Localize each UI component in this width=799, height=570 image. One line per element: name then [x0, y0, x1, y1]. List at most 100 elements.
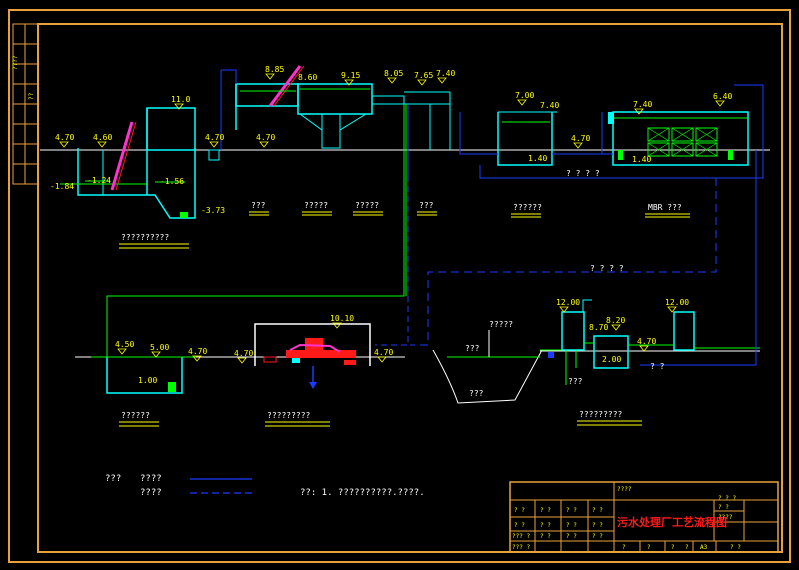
- caption-pond-water: ???: [465, 344, 480, 353]
- elevation-label: 10.10: [330, 314, 354, 323]
- tb-header-3: ? ?: [718, 504, 729, 511]
- screen-and-pump-well: [60, 107, 220, 219]
- caption-screen-well: ??????????: [121, 233, 169, 242]
- dewatering-house: [254, 323, 371, 389]
- tb-sheet-size: A3: [700, 544, 708, 551]
- elevation-label: 7.40: [633, 100, 652, 109]
- elevation-label: 9.15: [341, 71, 360, 80]
- tb-cell: ? ?: [592, 522, 603, 529]
- elevation-label: 12.00: [556, 298, 580, 307]
- elevation-label: 8.60: [298, 73, 317, 82]
- legend-header-a: ???: [105, 474, 121, 484]
- tb-cell: ? ?: [592, 533, 603, 540]
- caption-pond-top: ?????: [489, 320, 513, 329]
- tb-cell: ? ?: [514, 507, 525, 514]
- elevation-label: 4.70: [637, 337, 656, 346]
- sidebar-text-1: ????: [12, 55, 19, 70]
- title-block: 污水处理厂工艺流程图 ???? ? ? ? ? ? ???? ? ? ? ? ?…: [509, 481, 779, 553]
- legend-note: ??: 1. ??????????.????.: [300, 488, 425, 498]
- elevation-label: 4.60: [93, 133, 112, 142]
- caption-unit-b: ?????: [304, 201, 328, 210]
- caption-sludge-tank: ??????: [121, 411, 150, 420]
- pipe-label-1: ? ? ? ?: [566, 169, 600, 178]
- receiving-pond: [432, 330, 543, 404]
- drawing-title: 污水处理厂工艺流程图: [617, 515, 727, 529]
- elevation-label: -3.73: [201, 206, 225, 215]
- tb-cell: ? ?: [566, 507, 577, 514]
- mbr-tank: [608, 111, 749, 166]
- tb-cell: ? ?: [540, 522, 551, 529]
- pipe-label-2: ? ? ? ?: [590, 264, 624, 273]
- tb-cell: ? ?: [730, 544, 741, 551]
- unit-captions: ?????????? ??? ????? ????? ??? ?????? MB…: [121, 169, 682, 420]
- caption-pond: ???: [469, 389, 484, 398]
- caption-dewatering: ?????????: [267, 411, 311, 420]
- inner-frame: [37, 23, 783, 553]
- elevation-label: 8.05: [384, 69, 403, 78]
- tb-header-1: ????: [617, 486, 632, 493]
- elevation-label: 4.70: [205, 133, 224, 142]
- elevation-label: 4.70: [571, 134, 590, 143]
- elevation-label: 4.70: [234, 349, 253, 358]
- elevation-label: 12.00: [665, 298, 689, 307]
- tb-cell: ?: [622, 544, 626, 551]
- caption-outfall: ?????????: [579, 410, 623, 419]
- tb-cell: ??? ?: [512, 533, 530, 540]
- tb-cell: ? ?: [566, 522, 577, 529]
- elevation-label: 8.85: [265, 65, 284, 74]
- caption-outfall-b: ? ?: [650, 362, 665, 371]
- elevation-label: 1.00: [138, 376, 157, 385]
- elevation-label: 7.40: [436, 69, 455, 78]
- elevation-label: 4.70: [374, 348, 393, 357]
- legend: ??? ???? ???? ??: 1. ??????????.????.: [105, 474, 425, 498]
- tb-cell: ? ?: [592, 507, 603, 514]
- caption-unit-e: ??????: [513, 203, 542, 212]
- elevation-markers: 4.70 4.60 -1.84 -1.24 -1.56 11.0 4.70 4.…: [50, 65, 732, 385]
- tb-cell: ?: [671, 544, 675, 551]
- caption-outfall-a: ???: [568, 377, 583, 386]
- elevation-label: 5.00: [150, 343, 169, 352]
- tb-header-2: ? ? ?: [718, 495, 736, 502]
- legend-row2-label: ????: [140, 488, 162, 498]
- elevation-label: 2.00: [602, 355, 621, 364]
- caption-unit-d: ???: [419, 201, 434, 210]
- outfall-structures: [540, 311, 760, 385]
- caption-unit-a: ???: [251, 201, 266, 210]
- elevation-label: -1.56: [160, 177, 184, 186]
- tb-cell: ? ?: [514, 522, 525, 529]
- legend-header-b: ????: [140, 474, 162, 484]
- elevation-label: 6.40: [713, 92, 732, 101]
- binding-strip: ???? ??: [12, 23, 39, 185]
- tb-cell: ?: [647, 544, 651, 551]
- elevation-label: 1.40: [632, 155, 651, 164]
- tb-cell: ? ?: [566, 533, 577, 540]
- elevation-label: 7.40: [540, 101, 559, 110]
- sludge-tank: [91, 356, 196, 394]
- caption-underlines: [119, 211, 690, 427]
- elevation-label: -1.84: [50, 182, 74, 191]
- secondary-tank: [497, 111, 557, 166]
- elevation-label: 4.70: [188, 347, 207, 356]
- elevation-symbols: [59, 73, 725, 364]
- outer-frame: [8, 9, 791, 563]
- elevation-label: 8.70: [589, 323, 608, 332]
- elevation-label: 4.70: [256, 133, 275, 142]
- elevation-label: 11.0: [171, 95, 190, 104]
- process-pipes: [106, 69, 764, 366]
- tb-cell: ? ?: [540, 533, 551, 540]
- elevation-label: 1.40: [528, 154, 547, 163]
- sidebar-text-2: ??: [28, 92, 35, 100]
- elevation-label: -1.24: [87, 176, 111, 185]
- ground-lines: [40, 149, 770, 358]
- elevation-label: 7.00: [515, 91, 534, 100]
- tb-header-4: ????: [718, 514, 733, 521]
- caption-unit-c: ?????: [355, 201, 379, 210]
- caption-mbr: MBR ???: [648, 203, 682, 212]
- tb-cell: ?: [685, 544, 689, 551]
- elevation-label: 8.20: [606, 316, 625, 325]
- tb-cell: ? ?: [540, 507, 551, 514]
- elevation-label: 4.70: [55, 133, 74, 142]
- elevation-label: 7.65: [414, 71, 433, 80]
- tb-cell: ??? ?: [512, 544, 530, 551]
